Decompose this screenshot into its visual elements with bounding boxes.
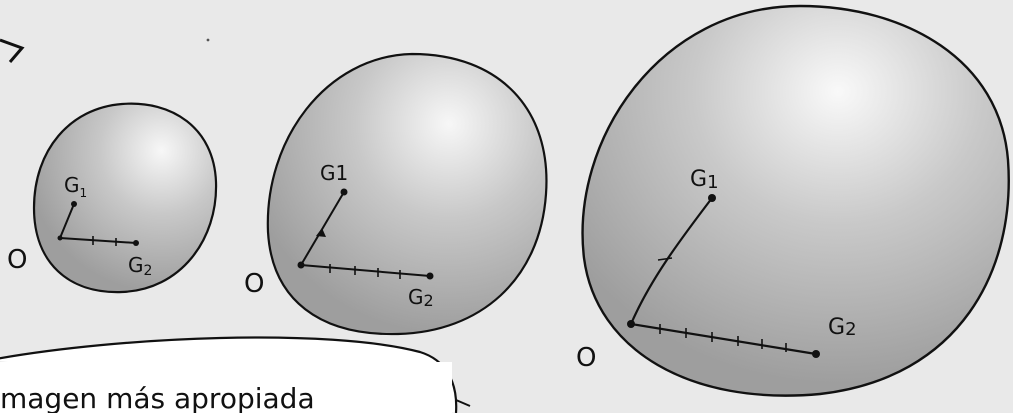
- point-g2-small: [133, 240, 139, 246]
- sphere-large: G1 G2 O: [576, 6, 1009, 396]
- speech-bubble-text: magen más apropiada: [0, 382, 315, 413]
- point-origin-large: [627, 320, 635, 328]
- point-g1-large: [708, 194, 716, 202]
- point-g1-small: [71, 201, 77, 207]
- point-origin-small: [58, 236, 63, 241]
- label-origin-small: O: [7, 245, 27, 275]
- point-origin-medium: [298, 262, 305, 269]
- label-g1-medium: G1: [320, 161, 348, 185]
- sphere-small: G1 G2 O: [7, 104, 216, 292]
- point-g1-medium: [341, 189, 348, 196]
- speech-bubble: magen más apropiada: [0, 338, 470, 413]
- pen-stroke-mark: [0, 40, 22, 62]
- ink-dot: [207, 39, 210, 42]
- sphere-large-body: [583, 6, 1009, 396]
- sphere-small-body: [34, 104, 216, 292]
- speech-bubble-tail: [456, 400, 470, 406]
- point-g2-medium: [427, 273, 434, 280]
- label-g2-large: G2: [828, 315, 857, 340]
- label-origin-large: O: [576, 343, 596, 373]
- sphere-medium: G1 G2 O: [244, 54, 546, 334]
- label-origin-medium: O: [244, 269, 264, 299]
- point-g2-large: [812, 350, 820, 358]
